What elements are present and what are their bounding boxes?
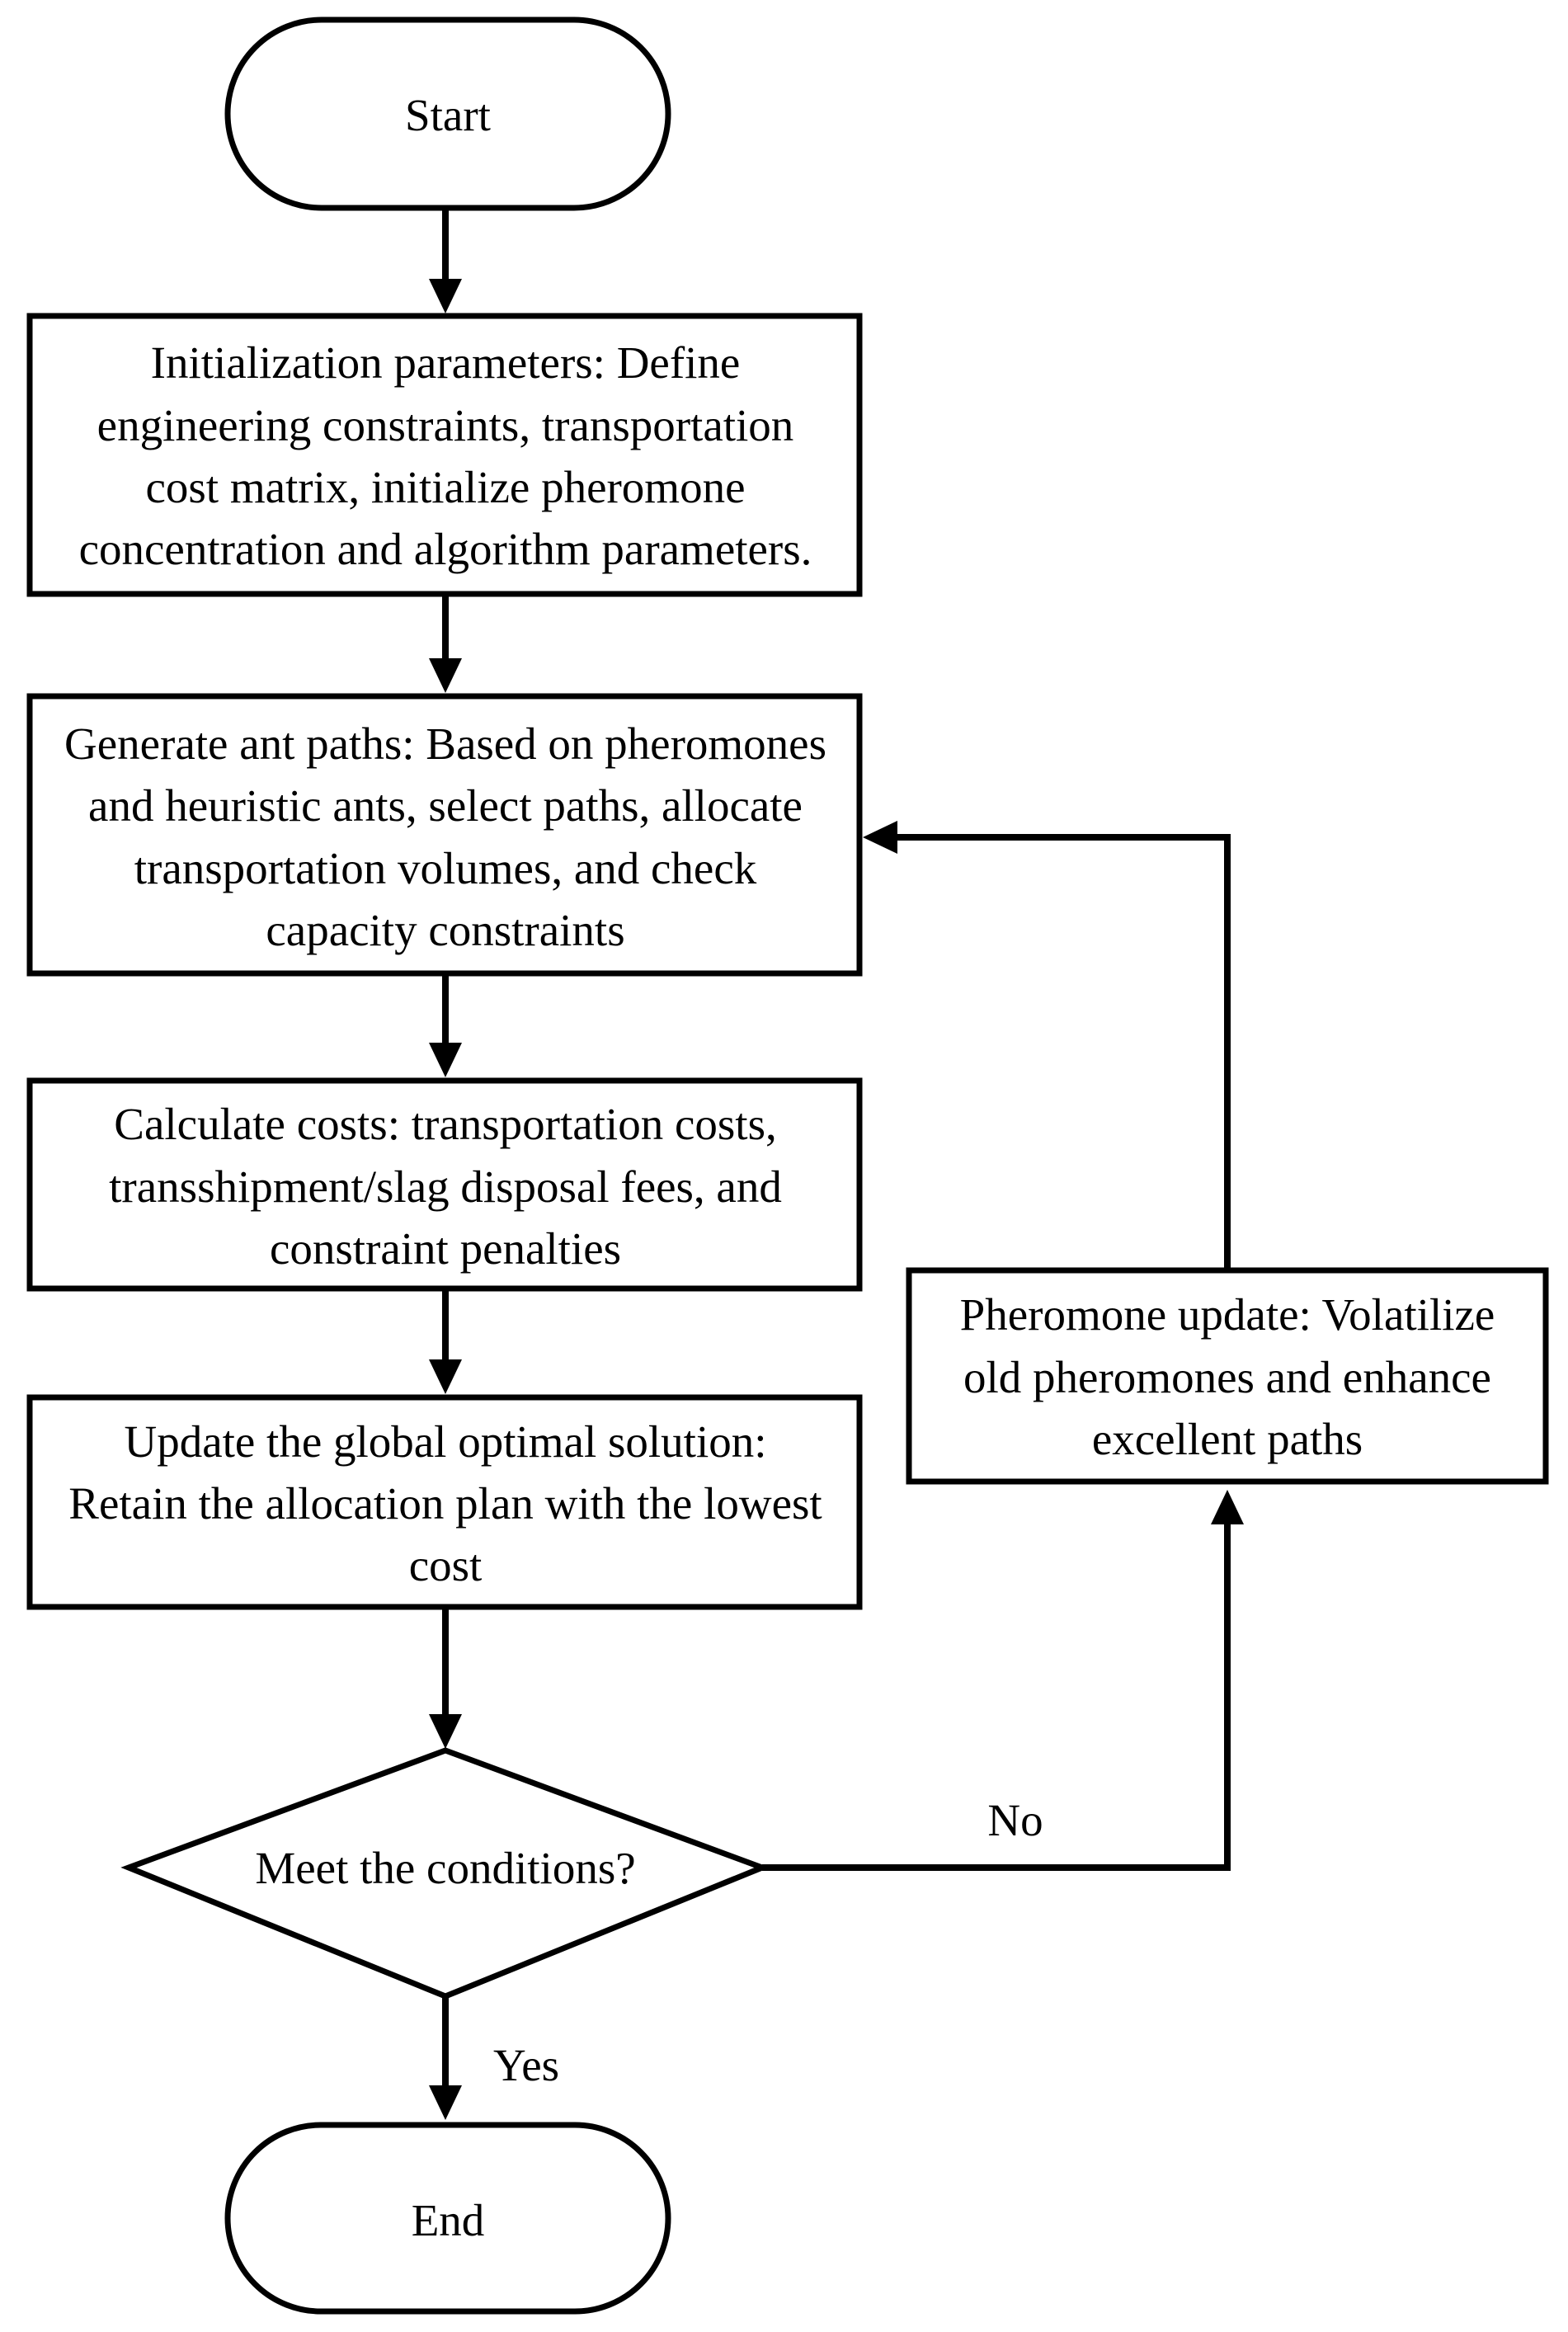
pheromone-update-node: Pheromone update: Volatilize old pheromo… (906, 1267, 1549, 1485)
init-line-3: cost matrix, initialize pheromone (145, 462, 745, 512)
generate-line-1: Generate ant paths: Based on pheromones (64, 718, 826, 769)
end-node: End (224, 2122, 671, 2315)
end-label: End (412, 2195, 485, 2245)
edge-decision-to-pheromone (762, 1522, 1231, 1871)
init-line-2: engineering constraints, transportation (97, 400, 794, 450)
start-label: Start (405, 90, 491, 140)
generate-line-2: and heuristic ants, select paths, alloca… (88, 780, 803, 831)
arrow-decision-to-pheromone (1211, 1490, 1244, 1524)
generate-paths-node: Generate ant paths: Based on pheromones … (26, 693, 863, 977)
decision-label: Meet the conditions? (255, 1843, 635, 1893)
generate-line-3: transportation volumes, and check (134, 843, 757, 893)
arrow-start-to-init (429, 279, 462, 313)
edge-label-yes: Yes (493, 2040, 559, 2090)
pheromone-line-3: excellent paths (1092, 1414, 1363, 1464)
update-line-3: cost (409, 1540, 483, 1590)
arrow-generate-to-calculate (429, 1043, 462, 1077)
calculate-line-1: Calculate costs: transportation costs, (114, 1099, 776, 1149)
start-node: Start (224, 16, 671, 211)
arrow-update-to-decision (429, 1714, 462, 1749)
update-line-1: Update the global optimal solution: (124, 1416, 766, 1467)
calculate-line-2: transshipment/slag disposal fees, and (109, 1161, 782, 1212)
init-line-1: Initialization parameters: Define (151, 337, 741, 388)
calculate-costs-node: Calculate costs: transportation costs, t… (26, 1077, 863, 1292)
arrow-calculate-to-update (429, 1359, 462, 1394)
calculate-line-3: constraint penalties (270, 1223, 621, 1274)
arrow-decision-to-end (429, 2085, 462, 2120)
pheromone-line-2: old pheromones and enhance (963, 1352, 1491, 1402)
edge-label-no: No (987, 1795, 1043, 1845)
arrow-init-to-generate (429, 658, 462, 693)
init-process-node: Initialization parameters: Define engine… (26, 313, 863, 597)
update-global-node: Update the global optimal solution: Reta… (26, 1394, 863, 1610)
pheromone-line-1: Pheromone update: Volatilize (960, 1289, 1495, 1340)
decision-node: Meet the conditions? (120, 1747, 770, 2000)
update-line-2: Retain the allocation plan with the lowe… (68, 1478, 822, 1529)
generate-line-4: capacity constraints (266, 905, 624, 955)
arrow-pheromone-to-generate (863, 821, 897, 854)
init-line-4: concentration and algorithm parameters. (79, 524, 812, 574)
edge-pheromone-to-generate (896, 834, 1231, 1270)
